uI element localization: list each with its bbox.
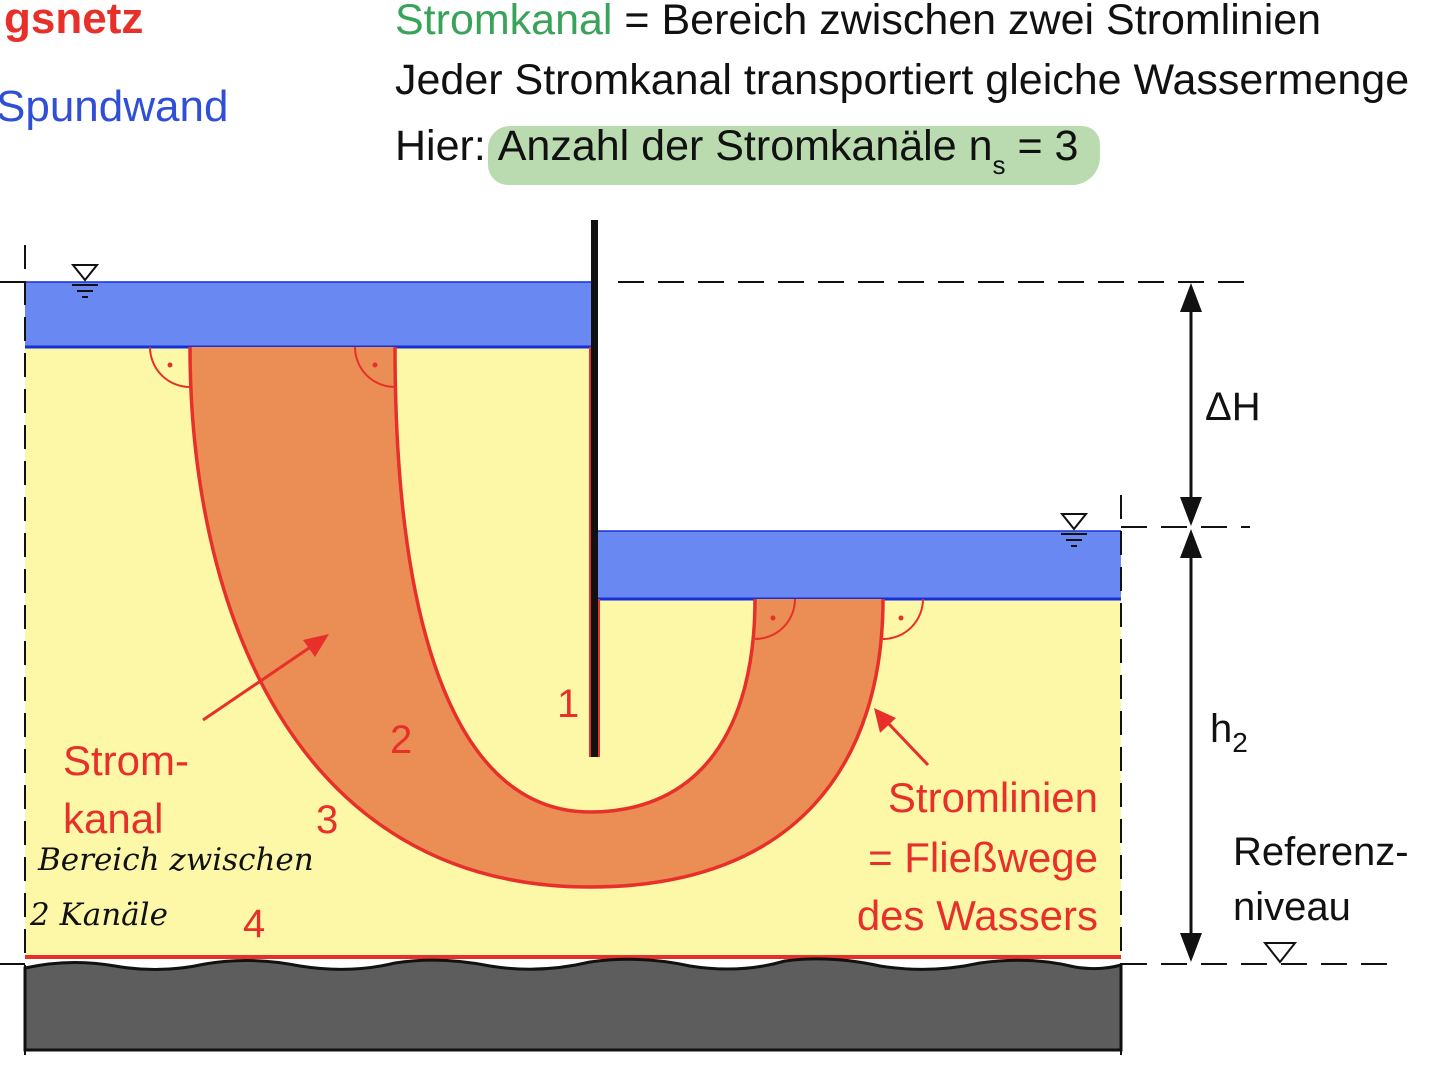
count-prefix: Hier: [395,122,498,170]
count-label: Anzahl der Stromkanäle n [497,122,993,170]
streamline-number-3: 3 [316,798,338,842]
delta-h-label: ΔH [1205,385,1261,429]
count-value: = 3 [1005,122,1079,170]
right-angle-dots [167,362,904,621]
streamline-2 [393,346,757,814]
definition-line-transport: Jeder Stromkanal transportiert gleiche W… [395,56,1410,104]
streamline-number-2: 2 [390,718,412,762]
streamline-pointer-head [874,708,896,733]
stream-channel-band [190,347,883,887]
reference-label-line1: Referenz- [1233,830,1409,874]
streamline-pointer-line [885,720,930,767]
stromlinien-label-line2: = Fließwege [868,834,1098,881]
stromkanal-label-line2: kanal [63,795,163,842]
definition-line-stromkanal: Stromkanal = Bereich zwischen zwei Strom… [395,0,1321,45]
bedrock-impermeable [23,957,1123,1052]
streamline-number-4: 4 [243,902,265,946]
delta-h-arrow-top [1180,283,1202,312]
h2-arrow-top [1180,529,1202,558]
reference-level-symbol [1262,942,1298,964]
upstream-water [25,282,595,347]
delta-h-arrow-bottom [1180,497,1202,526]
handwritten-note-line2: 2 Kanäle [29,897,168,933]
h2-label-sub: 2 [1232,727,1248,758]
stromkanal-label-line1: Strom- [63,737,189,784]
stromlinien-label-line3: des Wassers [857,892,1098,939]
sheet-pile-wall [591,220,598,757]
downstream-water [598,531,1121,599]
h2-arrow-bottom [1180,933,1202,962]
term-stromkanal: Stromkanal [395,0,613,44]
upstream-water-level-symbol [70,264,100,298]
definition-line-count: Hier: Anzahl der Stromkanäle ns = 3 [395,122,1101,185]
right-angle-markers [149,346,924,640]
streamline-number-1: 1 [557,682,579,726]
h2-label: h2 [1210,707,1248,758]
handwritten-note-line1: Bereich zwischen [37,842,314,878]
count-subscript: s [992,150,1006,180]
downstream-water-level-symbol [1059,513,1089,547]
legend-spundwand: Spundwand [0,82,229,131]
reference-label-line2: niveau [1233,885,1351,929]
streamline-3 [188,346,885,889]
channel-pointer-head [303,634,329,657]
stromlinien-label-line1: Stromlinien [888,774,1098,821]
definition-text: = Bereich zwischen zwei Stromlinien [612,0,1322,44]
h2-label-main: h [1210,707,1232,751]
slide-title-fragment: gsnetz [4,0,144,43]
channel-pointer-line [202,644,313,722]
